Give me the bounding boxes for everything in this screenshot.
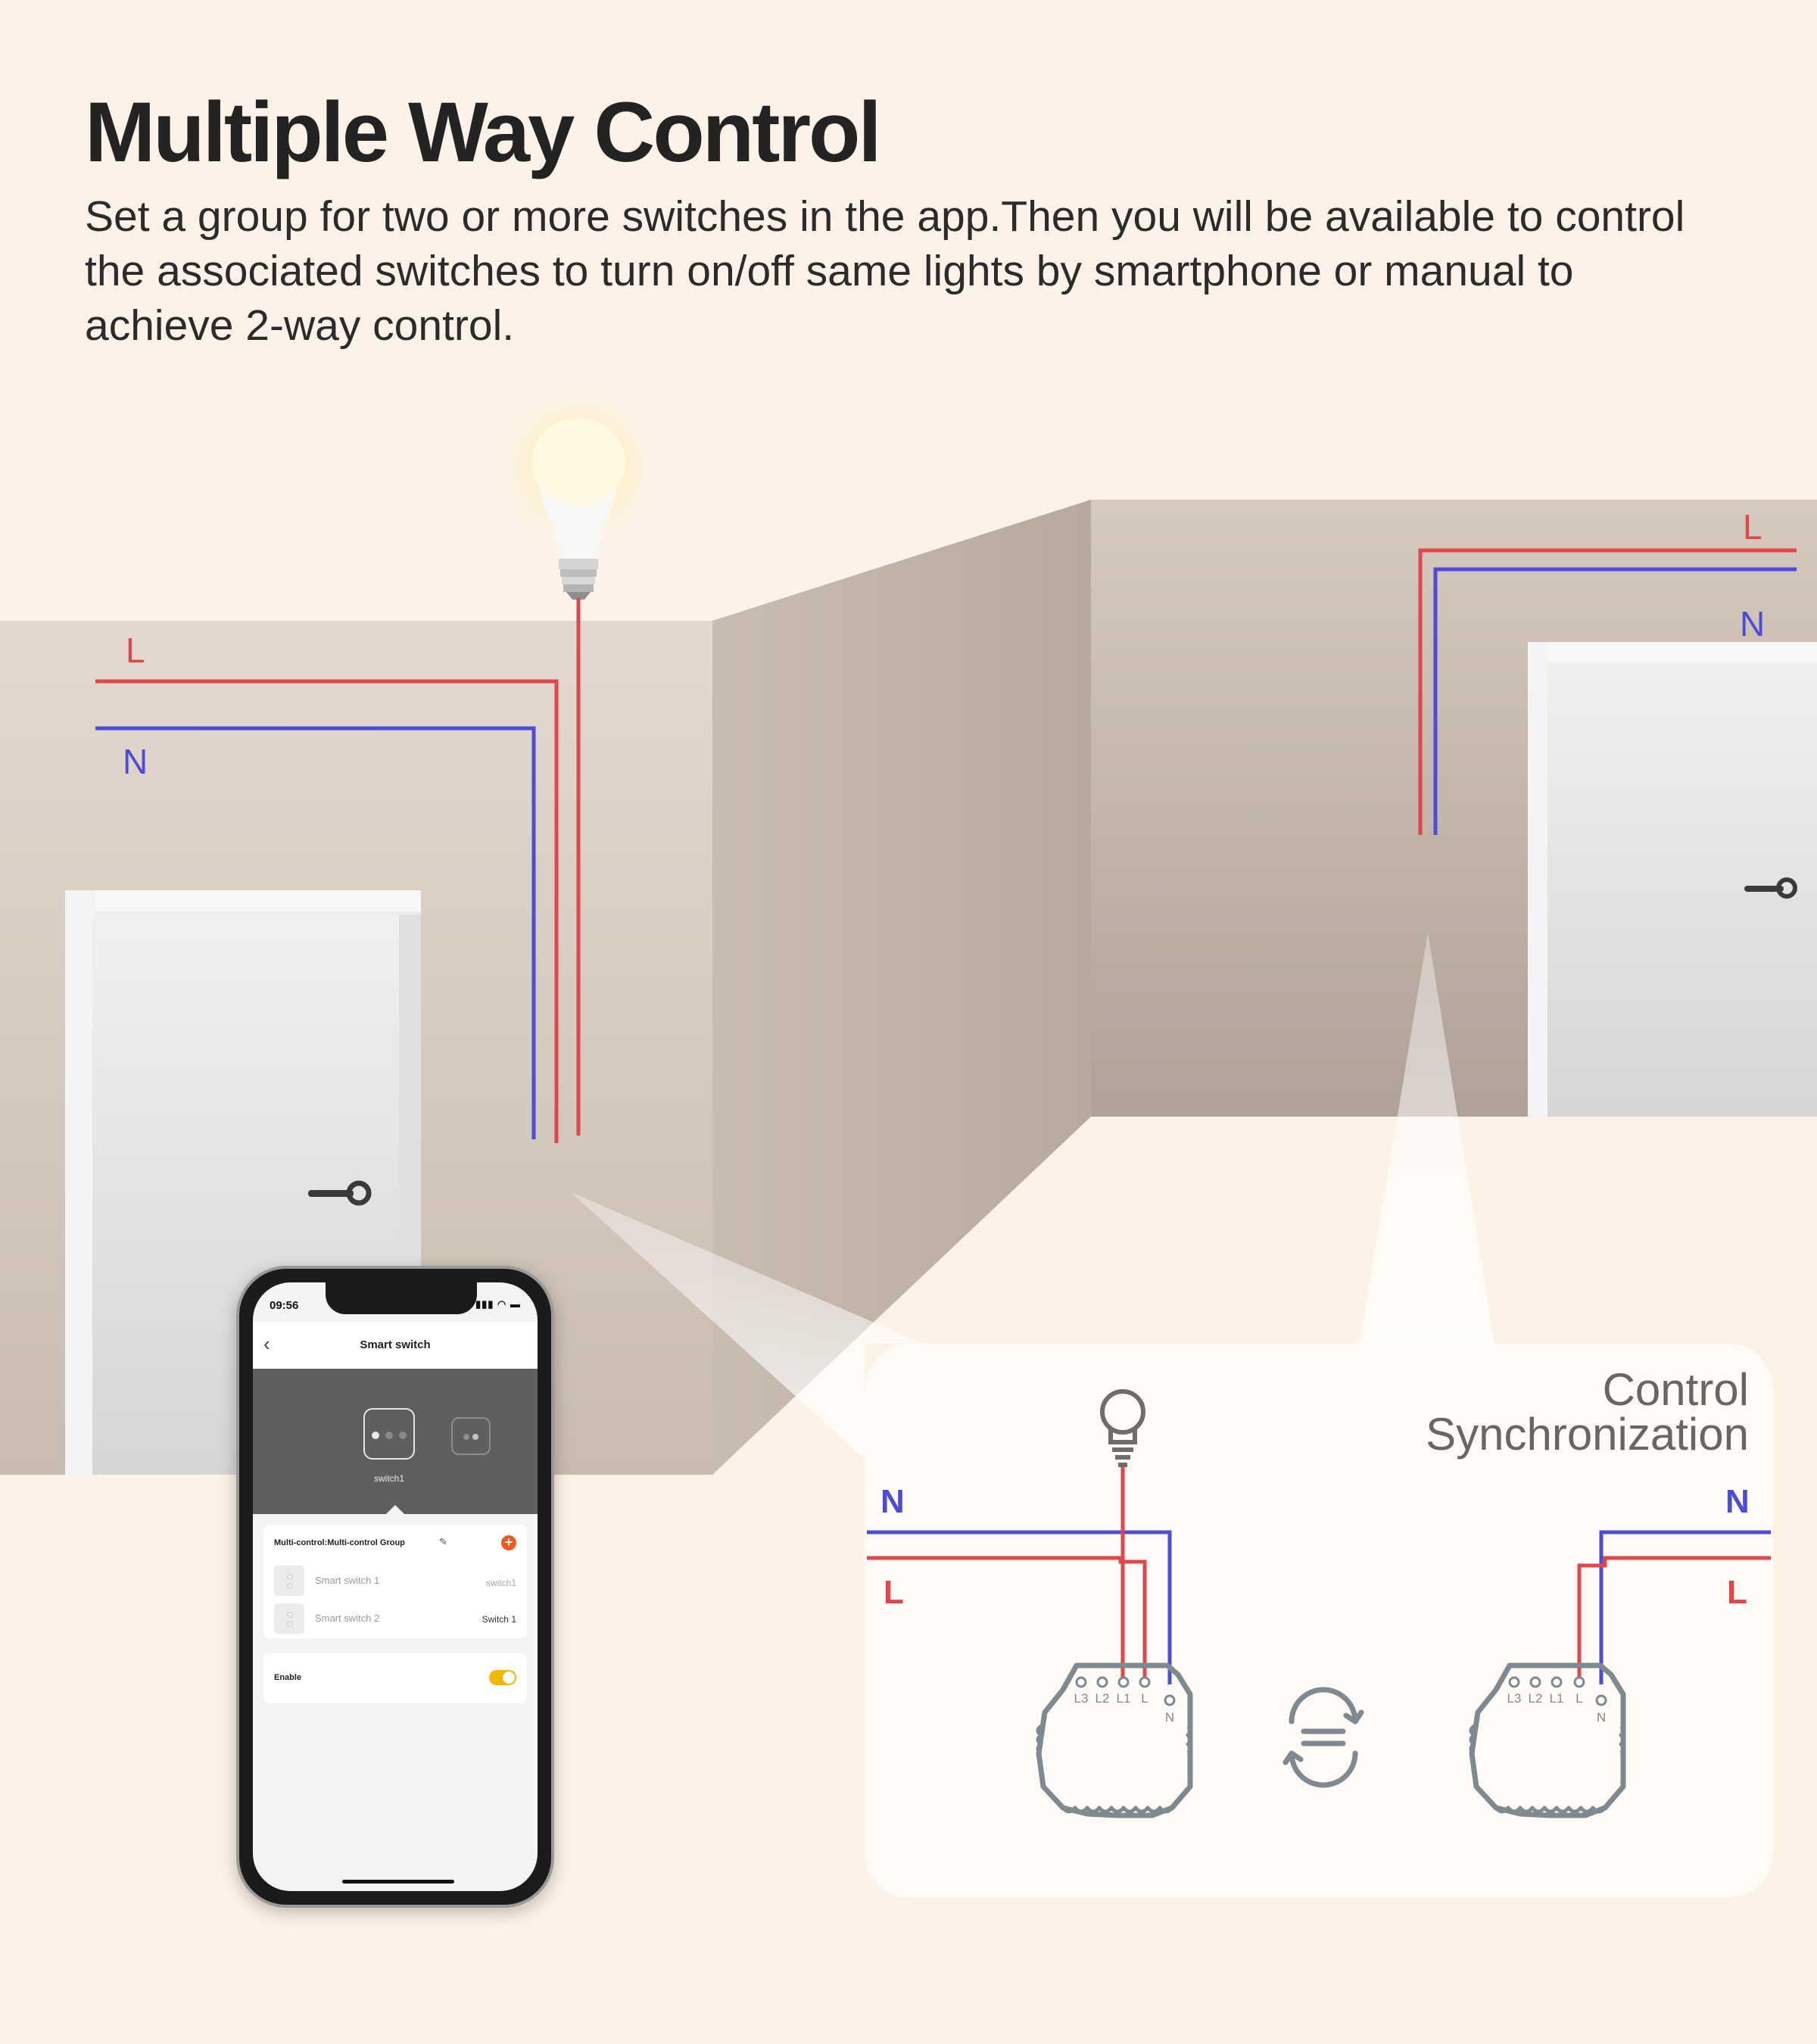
description-line: Set a group for two or more switches in … — [85, 192, 1685, 241]
left-live-label: L — [126, 631, 145, 670]
right-circuit: N L L3 L2 L1 L N — [1469, 1483, 1771, 1818]
right-terminal-l1: L1 — [1550, 1691, 1564, 1706]
device-name: Smart switch 1 — [315, 1575, 380, 1586]
edit-icon[interactable]: ✎ — [439, 1536, 447, 1547]
callout-title-line2: Synchronization — [1426, 1409, 1749, 1460]
left-terminal-n: N — [1165, 1710, 1174, 1725]
left-terminal-l: L — [1141, 1691, 1148, 1706]
left-circuit-live-label: L — [884, 1574, 904, 1611]
callout-panel — [865, 1344, 1773, 1898]
door-handle-icon — [308, 1180, 372, 1206]
right-neutral-label: N — [1740, 604, 1765, 643]
device-name: Smart switch 2 — [315, 1612, 380, 1624]
description-line: the associated switches to turn on/off s… — [85, 247, 1574, 295]
phone-screen: 09:56 ▮▮▮ ◠ ▬ ‹ Smart switch switch1 Mul… — [253, 1282, 538, 1891]
callout-title-line1: Control — [1603, 1364, 1749, 1415]
selector-pointer — [386, 1505, 404, 1514]
left-wall-wiring — [95, 598, 581, 1143]
sync-icon — [1282, 1687, 1364, 1788]
multi-control-group-card: Multi-control:Multi-control Group ✎ + Sm… — [263, 1525, 527, 1638]
left-circuit-neutral-label: N — [880, 1483, 905, 1520]
right-terminal-l: L — [1575, 1691, 1582, 1706]
left-terminal-l2: L2 — [1095, 1691, 1110, 1706]
enable-label: Enable — [274, 1673, 302, 1682]
home-indicator — [342, 1880, 454, 1884]
door-handle-icon — [1744, 877, 1797, 899]
selected-switch-label: switch1 — [373, 1473, 404, 1484]
app-title: Smart switch — [360, 1338, 431, 1351]
right-door — [1528, 642, 1817, 1117]
right-circuit-live-label: L — [1727, 1574, 1747, 1611]
app-header: ‹ Smart switch — [253, 1322, 538, 1369]
enable-toggle[interactable] — [489, 1670, 516, 1685]
page-description: Set a group for two or more switches in … — [85, 189, 1750, 353]
right-terminal-l3: L3 — [1507, 1691, 1522, 1706]
right-circuit-neutral-label: N — [1725, 1483, 1750, 1520]
right-zoom-beam — [1360, 933, 1494, 1344]
right-wall-wiring — [1418, 548, 1797, 835]
smartphone: 09:56 ▮▮▮ ◠ ▬ ‹ Smart switch switch1 Mul… — [236, 1266, 554, 1908]
light-bulb-icon — [495, 385, 662, 600]
device-channel: switch1 — [485, 1578, 516, 1588]
status-time: 09:56 — [270, 1299, 299, 1312]
description-line: achieve 2-way control. — [85, 301, 515, 350]
status-icons: ▮▮▮ ◠ ▬ — [475, 1298, 521, 1310]
left-zoom-beam — [571, 1192, 924, 1459]
bulb-symbol-icon — [1100, 1389, 1145, 1467]
right-terminal-l2: L2 — [1529, 1691, 1543, 1706]
phone-notch — [326, 1282, 477, 1314]
switch-module — [1036, 1662, 1193, 1818]
page-title: Multiple Way Control — [85, 85, 882, 179]
terminal-pins — [1508, 1676, 1607, 1706]
left-circuit: N L L3 L2 L1 L N — [867, 1389, 1193, 1818]
enable-card: Enable — [263, 1653, 527, 1703]
terminal-pins — [1075, 1676, 1176, 1706]
left-terminal-l3: L3 — [1074, 1691, 1089, 1706]
left-neutral-label: N — [123, 742, 148, 781]
device-icon — [274, 1603, 304, 1634]
switch-module — [1469, 1662, 1626, 1818]
device-channel: Switch 1 — [482, 1614, 516, 1625]
add-icon[interactable]: + — [501, 1535, 516, 1550]
switch-selector: switch1 — [253, 1369, 538, 1514]
list-item[interactable]: Smart switch 2 Switch 1 — [274, 1602, 516, 1635]
middle-wall — [712, 500, 1091, 1475]
back-arrow-icon[interactable]: ‹ — [263, 1332, 270, 1355]
left-terminal-l1: L1 — [1117, 1691, 1131, 1706]
group-title: Multi-control:Multi-control Group — [274, 1538, 405, 1547]
status-bar: 09:56 ▮▮▮ ◠ ▬ — [253, 1282, 538, 1322]
switch1-button[interactable] — [363, 1408, 415, 1460]
right-live-label: L — [1743, 507, 1762, 547]
right-terminal-n: N — [1597, 1710, 1606, 1725]
device-icon — [274, 1566, 304, 1596]
list-item[interactable]: Smart switch 1 switch1 — [274, 1564, 516, 1597]
switch2-button[interactable] — [451, 1417, 491, 1455]
